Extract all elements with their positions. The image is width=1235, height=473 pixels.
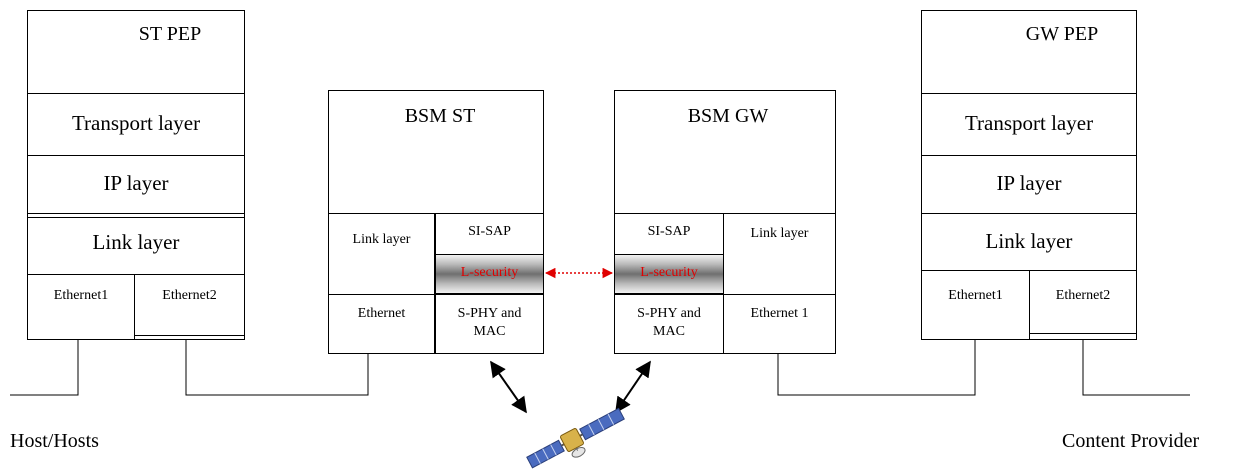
provider-network-line (1082, 334, 1190, 396)
st-pep-transport-label: Transport layer (71, 111, 201, 135)
bsm-st-l-security-label: L-security (460, 265, 519, 280)
st-satellite-link-arrow (490, 360, 527, 414)
st-pep-ethernet2 (134, 274, 245, 336)
st-pep-ip-label: IP layer (103, 171, 169, 195)
gw-pep-ethernet2 (1029, 270, 1137, 334)
bsm-st-l-security (435, 254, 544, 294)
bsm-st-title: BSM ST (404, 105, 476, 127)
st-pep-ethernet1 (27, 274, 135, 340)
bsm-st-sphy-mac-line2: MAC (473, 324, 506, 339)
st-pep-title: ST PEP (138, 23, 202, 45)
st-pep-link-label: Link layer (92, 230, 180, 254)
bsm-gw-link-label: Link layer (750, 226, 809, 241)
gw-pep-transport-label: Transport layer (964, 111, 1094, 135)
gw-pep-ethernet1-label: Ethernet1 (948, 288, 1003, 303)
bsm-st-link-label: Link layer (352, 232, 411, 247)
st-pep-transport-layer (27, 93, 245, 156)
bsm-gw-to-gw-pep-line (777, 340, 976, 396)
bsm-gw-si-sap (614, 213, 724, 255)
st-pep-ethernet2-label: Ethernet2 (162, 288, 217, 303)
bsm-gw-sphy-mac (614, 294, 724, 354)
bsm-st-ethernet (328, 294, 435, 354)
content-provider-caption: Content Provider (1062, 430, 1200, 452)
host-caption: Host/Hosts (10, 430, 99, 452)
gw-pep-transport-layer (921, 93, 1137, 156)
gw-pep-ethernet2-label: Ethernet2 (1055, 288, 1111, 303)
gw-satellite-link-arrow (615, 360, 651, 414)
bsm-gw-sphy-mac-line1: S-PHY and (637, 306, 701, 321)
bsm-st-link-layer (328, 213, 435, 295)
bsm-gw-title: BSM GW (687, 105, 769, 127)
gw-pep-link-label: Link layer (985, 229, 1073, 253)
bsm-gw-l-security-label: L-security (640, 265, 698, 280)
st-pep-ip-layer (27, 155, 245, 214)
bsm-st-si-sap-label: SI-SAP (468, 224, 511, 239)
gw-pep-ip-layer (921, 155, 1137, 214)
bsm-st-sphy-mac (435, 294, 544, 354)
bsm-gw-si-sap-label: SI-SAP (647, 224, 691, 239)
bsm-gw-ethernet (723, 294, 836, 354)
satellite-icon (526, 407, 625, 469)
bsm-st-ethernet-label: Ethernet (357, 306, 406, 321)
st-pep-to-bsm-st-line (185, 338, 369, 396)
st-pep-ethernet1-label: Ethernet1 (53, 288, 109, 303)
bsm-gw-ethernet-label: Ethernet 1 (750, 306, 809, 321)
bsm-gw-sphy-mac-line2: MAC (653, 324, 685, 339)
bsm-st-sphy-mac-line1: S-PHY and (457, 306, 522, 321)
bsm-gw-link-layer (723, 213, 836, 295)
st-pep-link-layer (27, 217, 245, 275)
host-network-line (10, 338, 79, 396)
gw-pep-title: GW PEP (1025, 23, 1099, 45)
gw-pep-ip-label: IP layer (996, 171, 1062, 195)
bsm-gw-l-security (614, 254, 724, 294)
gw-pep-ethernet1 (921, 270, 1030, 340)
